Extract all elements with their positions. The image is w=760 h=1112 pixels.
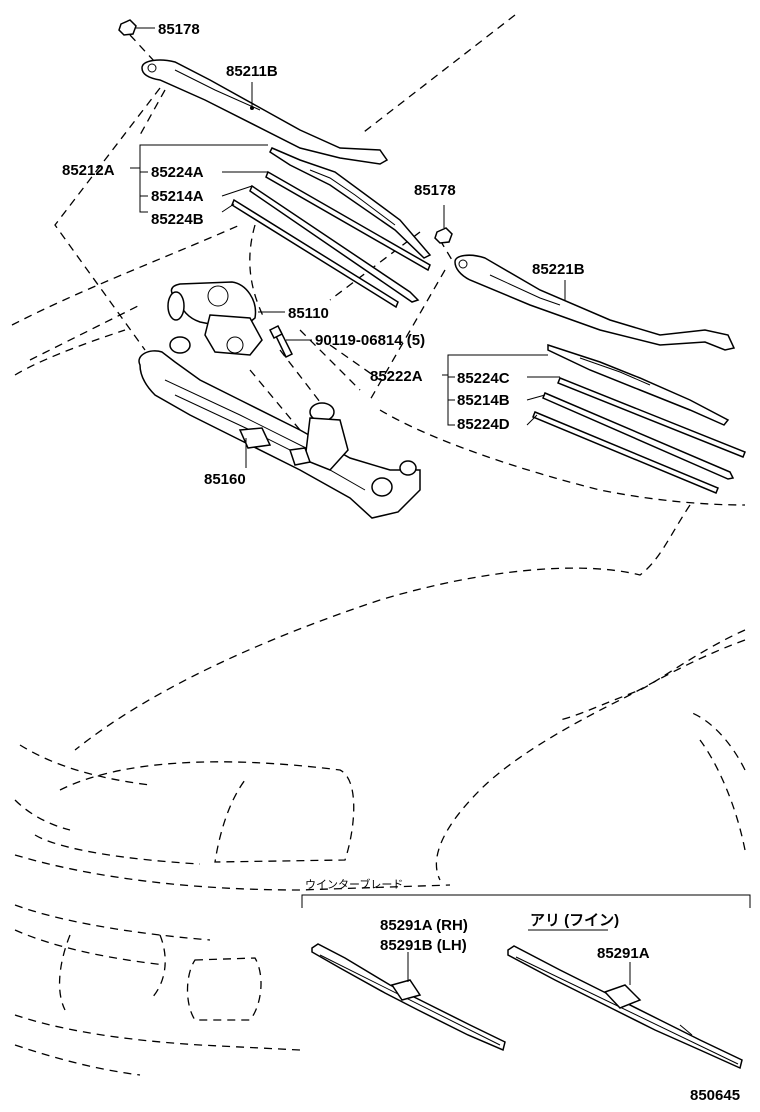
label-alt-title: アリ (フイン) <box>530 912 619 929</box>
nut-rh <box>434 227 453 244</box>
label-bolt: 90119-06814 (5) <box>315 332 425 349</box>
wiper-motor <box>167 281 263 356</box>
vehicle-outline <box>11 14 746 1076</box>
label-diagram-number: 850645 <box>690 1087 740 1104</box>
winter-blade-bracket <box>301 894 751 908</box>
nut-upper <box>118 19 137 36</box>
wiper-link <box>138 336 421 519</box>
label-section-title: ウインターブレード <box>305 877 403 891</box>
label-blade-alt: 85291A <box>597 945 650 962</box>
label-blade-lh-assy: 85212A <box>62 162 115 179</box>
winter-blade-rhlh <box>311 943 506 1052</box>
label-rubber-lh-a: 85224A <box>151 164 204 181</box>
label-nut-upper: 85178 <box>158 21 200 38</box>
wiper-blade-rh <box>532 343 746 494</box>
wiper-arm-lh <box>141 59 389 165</box>
label-backing-rh: 85214B <box>457 392 510 409</box>
wiper-arm-rh <box>454 254 736 351</box>
label-rubber-lh-b: 85224B <box>151 211 204 228</box>
leader-lines <box>130 27 631 985</box>
label-blade-rh: 85291A (RH) <box>380 917 468 934</box>
bolt <box>268 324 294 359</box>
label-rubber-rh-d: 85224D <box>457 416 510 433</box>
label-nut-rh: 85178 <box>414 182 456 199</box>
label-blade-lh: 85291B (LH) <box>380 937 467 954</box>
label-blade-rh-assy: 85222A <box>370 368 423 385</box>
label-link: 85160 <box>204 471 246 488</box>
label-arm-lh: 85211B <box>226 63 278 80</box>
wiper-blade-lh <box>231 147 432 309</box>
winter-blade-alt <box>507 945 743 1070</box>
label-motor: 85110 <box>288 305 329 322</box>
label-backing-lh: 85214A <box>151 188 204 205</box>
label-arm-rh: 85221B <box>532 261 585 278</box>
label-rubber-rh-c: 85224C <box>457 370 510 387</box>
